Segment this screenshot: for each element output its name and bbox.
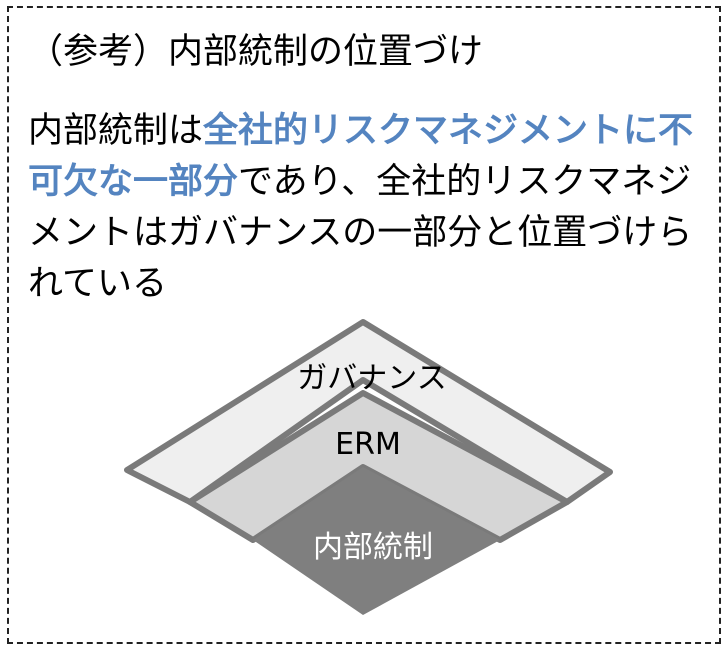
description-part1: 内部統制は <box>28 111 204 151</box>
governance-label: ガバナンス <box>297 361 446 396</box>
dashed-frame <box>7 6 721 644</box>
erm-label: ERM <box>335 427 401 462</box>
description-text: 内部統制は全社的リスクマネジメントに不可欠な一部分であり、全社的リスクマネジメン… <box>28 106 718 310</box>
description-highlight: 全社的リスクマネジメントに不可欠な一部分 <box>28 111 694 202</box>
internal-control-label: 内部統制 <box>313 530 433 565</box>
internal-control-layer <box>253 467 500 615</box>
page-title: （参考）内部統制の位置づけ <box>28 32 484 72</box>
governance-layer <box>124 319 613 505</box>
description-part2: であり、全社的リスクマネジメントはガバナンスの一部分と位置づけられている <box>28 162 693 304</box>
